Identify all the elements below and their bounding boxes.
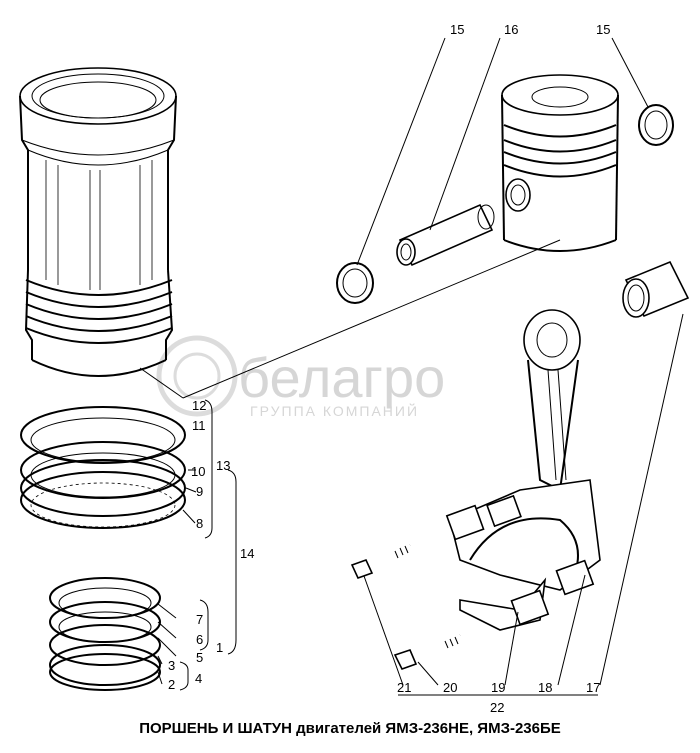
connecting-rod: [445, 309, 601, 631]
cylinder-liner: [19, 67, 177, 377]
callout-3: 3: [168, 658, 175, 673]
callout-5: 5: [196, 650, 203, 665]
callout-16: 16: [504, 22, 518, 37]
watermark-brand: белагро: [238, 346, 445, 409]
callout-10: 10: [191, 464, 205, 479]
leader-lines: [139, 37, 684, 696]
callout-17: 17: [586, 680, 600, 695]
callout-20: 20: [443, 680, 457, 695]
callout-4: 4: [195, 671, 202, 686]
rod-bolt-lower: [393, 632, 462, 670]
callout-6: 6: [196, 632, 203, 647]
callout-7: 7: [196, 612, 203, 627]
callout-19: 19: [491, 680, 505, 695]
watermark-subtitle: ГРУППА КОМПАНИЙ: [250, 402, 419, 419]
piston: [501, 74, 619, 252]
callout-22: 22: [490, 700, 504, 715]
callout-21: 21: [397, 680, 411, 695]
callout-18: 18: [538, 680, 552, 695]
callout-1: 1: [216, 640, 223, 655]
watermark: белагро ГРУППА КОМПАНИЙ: [156, 335, 445, 419]
callout-9: 9: [196, 484, 203, 499]
callout-14: 14: [240, 546, 254, 561]
circlip-right: [638, 104, 674, 146]
callout-2: 2: [168, 677, 175, 692]
connecting-rod-bushing: [622, 260, 690, 318]
piston-ring-set-upper: [20, 406, 186, 529]
callout-15b: 15: [596, 22, 610, 37]
callout-12: 12: [192, 398, 206, 413]
callout-8: 8: [196, 516, 203, 531]
callout-labels: 15 16 15 12 11 10 13 9 8 14 7 6 5 1 3 2 …: [168, 22, 610, 715]
callout-11: 11: [192, 418, 206, 433]
circlip-left: [336, 262, 374, 304]
diagram-caption: ПОРШЕНЬ И ШАТУН двигателей ЯМЗ-236НЕ, ЯМ…: [139, 720, 561, 737]
callout-13: 13: [216, 458, 230, 473]
piston-pin: [396, 203, 495, 267]
piston-ring-set-lower: [49, 577, 161, 691]
rod-bolt-upper: [350, 542, 412, 579]
callout-15a: 15: [450, 22, 464, 37]
